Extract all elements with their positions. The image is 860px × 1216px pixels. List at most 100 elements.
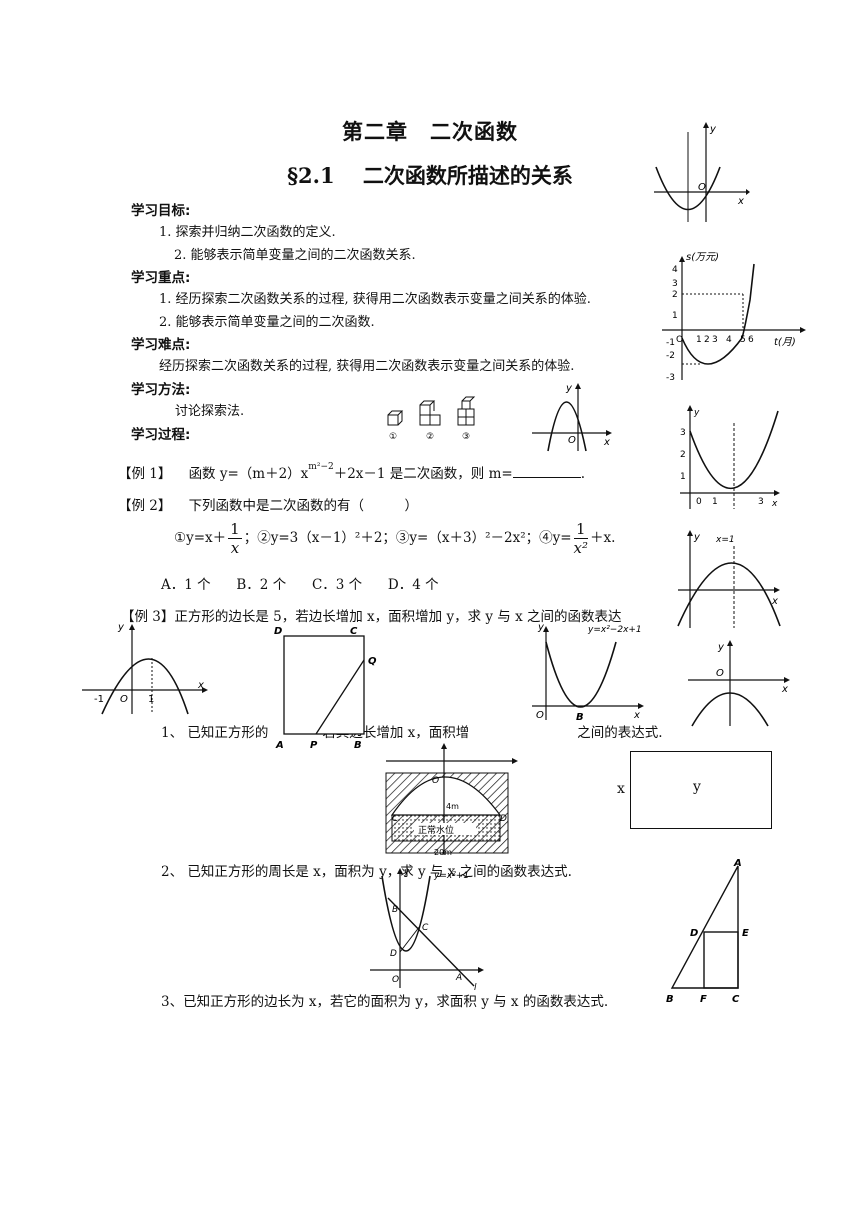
- svg-text:s(万元): s(万元): [686, 252, 719, 263]
- svg-text:x: x: [771, 596, 778, 607]
- svg-text:3: 3: [712, 335, 718, 345]
- svg-text:1: 1: [712, 497, 718, 507]
- figure-parabola-x1: x=1 y x: [677, 530, 781, 628]
- svg-text:B: B: [392, 905, 398, 915]
- option-4-post: ＋x.: [590, 530, 616, 546]
- svg-text:y: y: [565, 383, 573, 394]
- difficulties-label: 学习难点:: [131, 337, 191, 353]
- svg-text:A: A: [455, 973, 462, 983]
- svg-text:B: B: [666, 994, 674, 1005]
- box-y-label: y: [693, 779, 701, 795]
- svg-text:Q: Q: [368, 656, 377, 667]
- svg-text:y: y: [709, 124, 717, 135]
- svg-text:3: 3: [672, 279, 678, 289]
- svg-text:正常水位: 正常水位: [418, 824, 454, 836]
- key-point-item-1: 1. 经历探索二次函数关系的过程, 获得用二次函数表示变量之间关系的体验.: [159, 292, 591, 307]
- svg-text:D: D: [274, 626, 282, 637]
- svg-text:D: D: [500, 814, 507, 824]
- choice-b[interactable]: B．2 个: [236, 577, 287, 593]
- option-1-text: ①y=x＋: [174, 530, 227, 546]
- svg-text:O: O: [536, 710, 544, 721]
- svg-text:4m: 4m: [446, 802, 459, 811]
- svg-text:1: 1: [680, 472, 686, 482]
- svg-text:C: C: [422, 923, 429, 933]
- svg-text:l: l: [474, 983, 477, 993]
- svg-text:20m: 20m: [434, 848, 452, 857]
- svg-text:O: O: [120, 694, 128, 705]
- frac-1-den: x: [230, 539, 240, 557]
- answer-blank[interactable]: [512, 465, 581, 478]
- options-middle-text: ；②y=3（x－1）²＋2；③y=（x＋3）²－2x²；④y=: [243, 530, 572, 546]
- svg-text:5: 5: [740, 335, 746, 345]
- svg-text:P: P: [310, 740, 318, 751]
- frac-2-num: 1: [573, 520, 589, 539]
- svg-text:2: 2: [704, 335, 710, 345]
- example-1-post: ＋2x－1 是二次函数，则 m=: [333, 466, 513, 482]
- method-text: 讨论探索法.: [175, 404, 245, 419]
- figure-bridge-arch: 正常水位 4m 20m C D O: [385, 743, 518, 857]
- svg-text:6: 6: [748, 335, 754, 345]
- example-2-question: 下列函数中是二次函数的有（ ）: [188, 498, 419, 514]
- svg-text:①: ①: [389, 432, 397, 442]
- example-1-exponent: m²−2: [308, 461, 334, 472]
- frac-1-num: 1: [228, 520, 242, 539]
- svg-text:D: D: [690, 928, 698, 939]
- example-3: 【例 3】正方形的边长是 5，若边长增加 x，面积增加 y，求 y 与 x 之间…: [121, 609, 622, 625]
- frac-2-den: x²: [573, 539, 589, 557]
- example-2-tag: 【例 2】: [118, 498, 172, 514]
- xy-rectangle: [630, 751, 772, 829]
- svg-text:2: 2: [672, 290, 678, 300]
- example-1-tag: 【例 1】: [118, 466, 172, 482]
- figure-triangle: A D E B F C: [666, 858, 749, 1005]
- method-label: 学习方法:: [131, 382, 191, 398]
- svg-text:t(月): t(月): [774, 337, 796, 348]
- svg-text:4: 4: [726, 335, 732, 345]
- svg-text:4: 4: [672, 265, 678, 275]
- svg-text:D: D: [390, 949, 397, 959]
- svg-text:O: O: [568, 435, 576, 446]
- svg-text:F: F: [700, 994, 707, 1005]
- choice-c[interactable]: C．3 个: [311, 577, 363, 593]
- svg-text:C: C: [350, 626, 358, 637]
- svg-text:B: B: [576, 712, 584, 723]
- example-2: 【例 2】 下列函数中是二次函数的有（ ）: [118, 494, 418, 514]
- chapter-title: 第二章 二次函数: [342, 119, 518, 144]
- key-points-label: 学习重点:: [131, 270, 191, 286]
- svg-text:O: O: [676, 335, 683, 345]
- section-title: §2.1 二次函数所描述的关系: [287, 163, 573, 188]
- svg-text:C: C: [732, 994, 740, 1005]
- svg-text:y: y: [693, 532, 701, 543]
- svg-text:x: x: [603, 437, 610, 448]
- svg-text:x: x: [771, 499, 778, 509]
- figure-cubes: ① ② ③: [387, 396, 476, 442]
- exercise-2: 2、 已知正方形的周长是 x，面积为 y，求 y 与 x 之间的函数表达式.: [161, 864, 572, 880]
- svg-text:3: 3: [758, 497, 764, 507]
- figure-rectangle-pq: D C Q A P B: [274, 626, 377, 751]
- example-2-choices: A．1 个 B．2 个 C．3 个 D．4 个: [161, 573, 439, 593]
- svg-text:E: E: [742, 928, 749, 939]
- svg-text:y: y: [717, 642, 725, 653]
- svg-text:3: 3: [680, 428, 686, 438]
- svg-text:②: ②: [426, 432, 434, 442]
- svg-text:y: y: [117, 622, 125, 633]
- svg-text:A: A: [275, 740, 284, 751]
- choice-a[interactable]: A．1 个: [161, 577, 211, 593]
- svg-text:O: O: [716, 668, 724, 679]
- box-x-label: x: [617, 781, 625, 797]
- svg-text:0: 0: [696, 497, 702, 507]
- figure-parabola-vertex: y -1 O 1 x: [82, 622, 208, 715]
- process-label: 学习过程:: [131, 427, 191, 443]
- exercise-3: 3、已知正方形的边长为 x，若它的面积为 y，求面积 y 与 x 的函数表达式.: [161, 994, 609, 1010]
- key-point-item-2: 2. 能够表示简单变量之间的二次函数.: [159, 315, 375, 330]
- difficulties-text: 经历探索二次函数关系的过程, 获得用二次函数表示变量之间关系的体验.: [159, 359, 575, 374]
- objectives-label: 学习目标:: [131, 203, 191, 219]
- example-1-pre: 函数 y=（m＋2）x: [188, 466, 309, 482]
- svg-text:2: 2: [680, 450, 686, 460]
- choice-d[interactable]: D．4 个: [387, 577, 439, 593]
- objective-item-1: 1. 探索并归纳二次函数的定义.: [159, 225, 336, 240]
- svg-text:x=1: x=1: [715, 535, 735, 545]
- svg-text:A: A: [733, 858, 742, 869]
